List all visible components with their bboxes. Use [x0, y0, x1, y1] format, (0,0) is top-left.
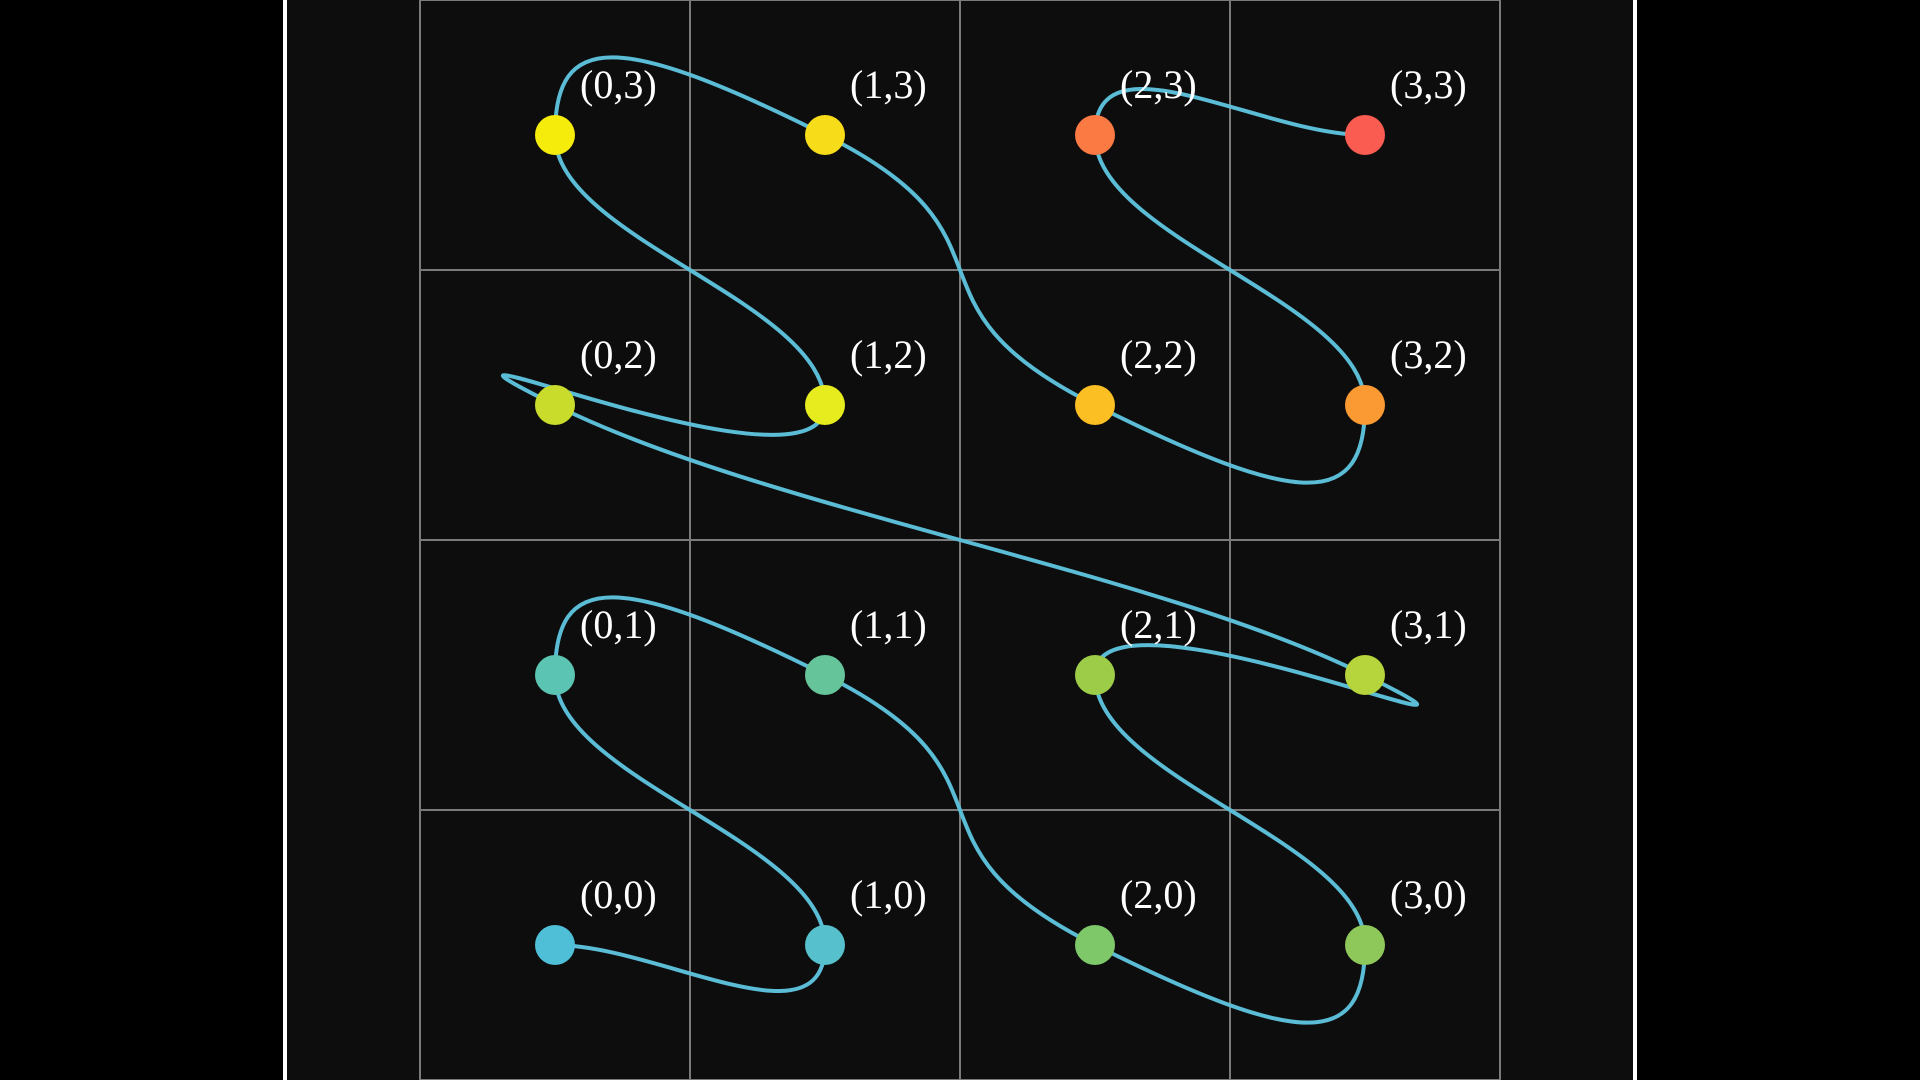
cell-label: (2,3) — [1120, 62, 1197, 107]
cell-dot — [1345, 925, 1385, 965]
cell-dot — [1075, 925, 1115, 965]
cell-dot — [805, 115, 845, 155]
cell-dot — [1075, 385, 1115, 425]
cell-label: (2,2) — [1120, 332, 1197, 377]
cell-dot — [1345, 655, 1385, 695]
cell-label: (3,0) — [1390, 872, 1467, 917]
cell-label: (1,0) — [850, 872, 927, 917]
cell-labels: (0,0) (1,0) (2,0) (3,0) (0,1) (1,1) (2,1) (3,1)… — [580, 62, 1467, 917]
connection-curve — [501, 55, 1419, 1025]
order-curve — [501, 55, 1419, 1025]
cell-dot — [805, 385, 845, 425]
cell-label: (3,3) — [1390, 62, 1467, 107]
cell-label: (3,2) — [1390, 332, 1467, 377]
cell-label: (1,1) — [850, 602, 927, 647]
cell-dots — [535, 115, 1385, 965]
cell-dot — [535, 115, 575, 155]
cell-label: (0,1) — [580, 602, 657, 647]
cell-dot — [1345, 115, 1385, 155]
cell-dot — [805, 655, 845, 695]
cell-label: (0,2) — [580, 332, 657, 377]
cell-dot — [535, 655, 575, 695]
cell-dot — [805, 925, 845, 965]
cell-label: (3,1) — [1390, 602, 1467, 647]
cell-label: (0,0) — [580, 872, 657, 917]
cell-label: (1,3) — [850, 62, 927, 107]
cell-label: (0,3) — [580, 62, 657, 107]
cell-label: (2,0) — [1120, 872, 1197, 917]
cell-dot — [535, 385, 575, 425]
cell-dot — [1075, 655, 1115, 695]
cell-dot — [1345, 385, 1385, 425]
cell-dot — [1075, 115, 1115, 155]
cell-dot — [535, 925, 575, 965]
cell-label: (2,1) — [1120, 602, 1197, 647]
cell-label: (1,2) — [850, 332, 927, 377]
